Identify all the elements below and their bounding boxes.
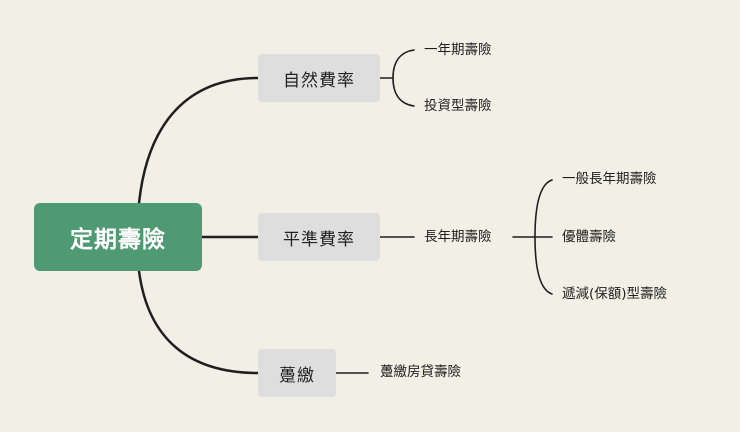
branch-level-rate: 平準費率 (258, 213, 380, 261)
leaf-preferred-health: 優體壽險 (562, 229, 616, 245)
leaf-investment-linked: 投資型壽險 (424, 98, 492, 114)
root-node: 定期壽險 (34, 203, 202, 271)
branch-label: 自然費率 (283, 70, 355, 91)
leaf-one-year-term: 一年期壽險 (424, 42, 492, 58)
connector-root-bottom (137, 269, 260, 375)
root-label: 定期壽險 (70, 227, 166, 253)
branch-label: 躉繳 (279, 365, 315, 386)
leaf-general-long-term: 一般長年期壽險 (562, 171, 657, 187)
leaf-mortgage-term: 躉繳房貸壽險 (380, 364, 461, 380)
branch-label: 平準費率 (283, 229, 355, 250)
connector-root-top (137, 76, 260, 205)
branch-natural-rate: 自然費率 (258, 54, 380, 102)
branch-single-premium: 躉繳 (258, 349, 336, 397)
leaf-long-term: 長年期壽險 (424, 229, 492, 245)
connector-top-bracket (392, 49, 415, 107)
leaf-decreasing-term: 遞減(保額)型壽險 (562, 286, 668, 302)
